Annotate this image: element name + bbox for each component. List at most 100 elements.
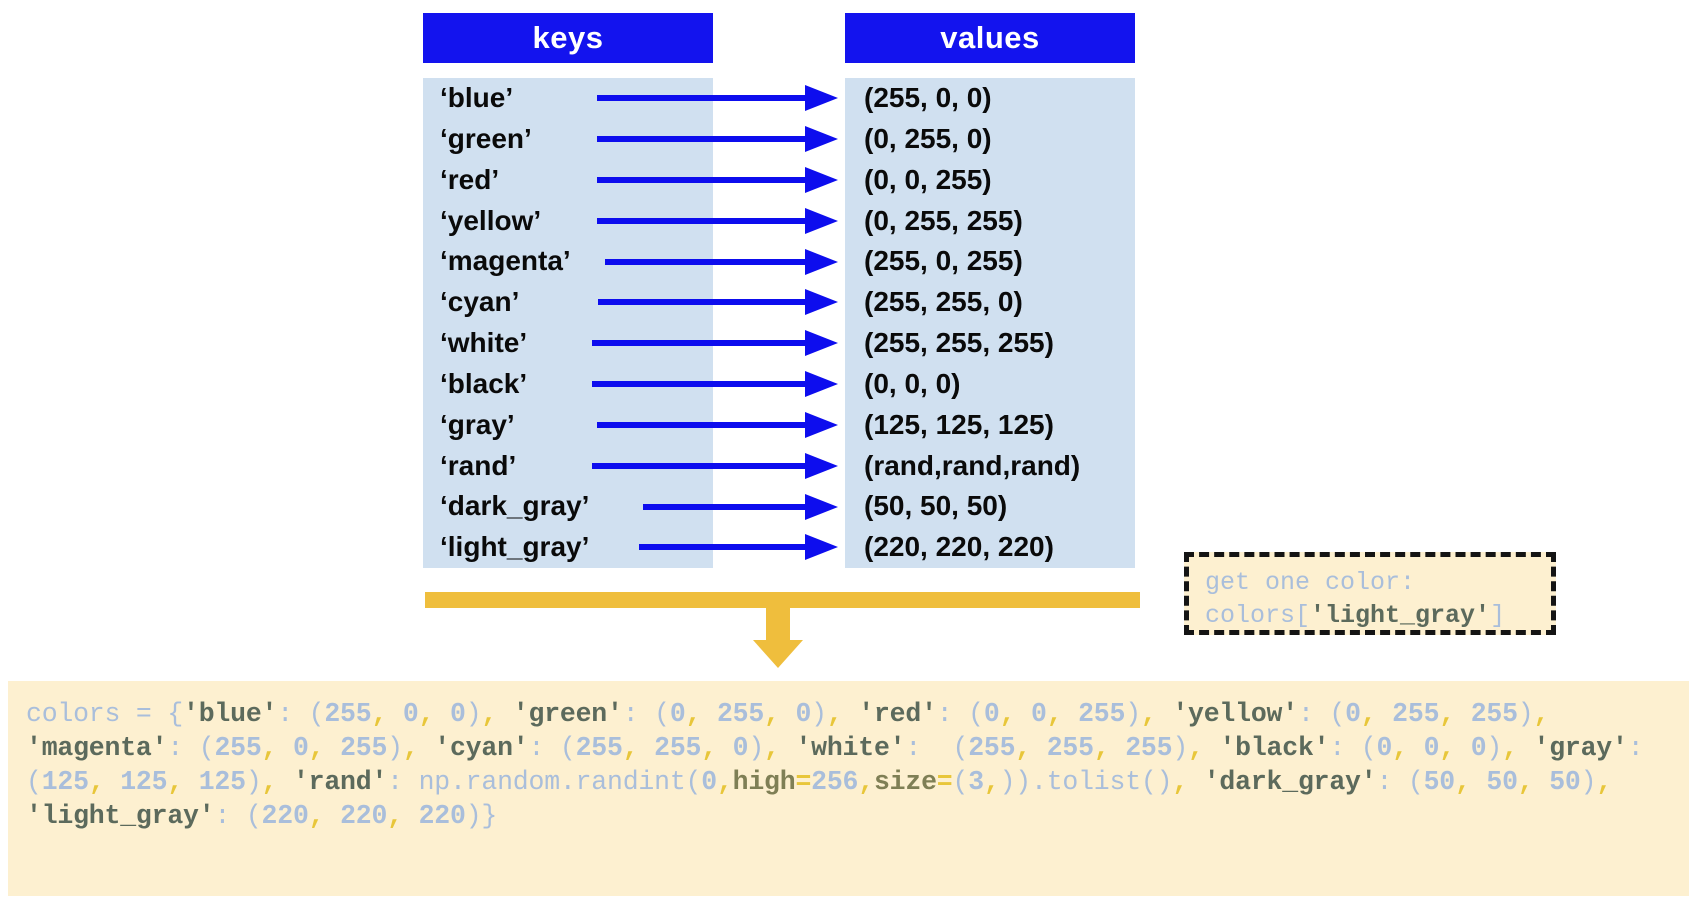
code-token: high: [732, 767, 796, 797]
code-token: 125: [41, 767, 89, 797]
code-token: [1518, 733, 1534, 763]
code-token: ,: [1140, 699, 1157, 729]
code-token: : (: [277, 699, 325, 729]
value-label: (rand,rand,rand): [864, 449, 1081, 481]
mapping-row: ‘yellow’(0, 255, 255): [0, 201, 1697, 242]
code-token: : (: [1297, 699, 1346, 729]
value-label: (220, 220, 220): [864, 531, 1054, 563]
code-token: ,: [701, 733, 717, 763]
code-token: 125: [198, 767, 246, 797]
arrow-shaft: [597, 176, 805, 183]
mapping-row: ‘red’(0, 0, 255): [0, 160, 1697, 201]
code-token: ,: [764, 733, 780, 763]
code-token: ,: [1046, 699, 1063, 729]
value-label: (0, 0, 0): [864, 367, 961, 399]
code-token: ,: [1015, 733, 1031, 763]
code-token: : np.random.randint(: [387, 767, 702, 797]
mapping-row: ‘green’ (0, 255, 0): [0, 119, 1697, 160]
code-token: [1455, 699, 1471, 729]
code-token: 255: [1125, 733, 1173, 763]
key-label: ‘rand’: [440, 449, 517, 481]
code-token: 220: [261, 801, 309, 831]
code-token: ,: [1517, 767, 1534, 797]
code-token: ): [1517, 699, 1534, 729]
code-token: [1534, 767, 1550, 797]
code-token: 255: [214, 733, 262, 763]
code-token: [1157, 699, 1173, 729]
key-label: ‘red’: [440, 163, 500, 195]
code-token: [434, 699, 450, 729]
code-token: [1471, 767, 1487, 797]
code-token: [1062, 699, 1078, 729]
code-token: 'blue': [183, 699, 278, 729]
code-token: ,: [1454, 767, 1471, 797]
code-token: 125: [120, 767, 168, 797]
arrow-head: [805, 330, 838, 357]
code-token: [1455, 733, 1471, 763]
code-token: ,: [1392, 733, 1408, 763]
code-token: ,: [261, 733, 278, 763]
code-token: [387, 699, 403, 729]
value-label: (255, 255, 0): [864, 286, 1023, 318]
code-token: [1015, 699, 1031, 729]
mapping-row: ‘light_gray’(220, 220, 220): [0, 527, 1697, 568]
key-label: ‘white’: [440, 327, 528, 358]
code-token: 0: [983, 699, 1000, 729]
code-token: [1031, 733, 1047, 763]
code-token: 255: [1470, 699, 1518, 729]
mapping-row: ‘dark_gray’(50, 50, 50): [0, 486, 1697, 527]
code-token: 'cyan': [434, 733, 529, 763]
code-token: ,: [858, 767, 874, 797]
callout-comment-text: get one color:: [1205, 568, 1416, 597]
code-token: ): [465, 699, 482, 729]
code-token: 0: [402, 699, 419, 729]
code-token: ): [811, 699, 827, 729]
code-token: =: [936, 767, 953, 797]
code-token: ,: [1533, 699, 1550, 729]
callout-prefix: colors[: [1205, 601, 1311, 630]
arrow-shaft: [597, 136, 805, 143]
code-token: ): [1172, 733, 1189, 763]
arrow-shaft: [592, 381, 805, 388]
key-label: ‘green’: [440, 122, 532, 154]
code-token: [1549, 699, 1565, 729]
arrow-shaft: [605, 258, 805, 265]
connector-stem: [766, 606, 790, 644]
code-token: 0: [669, 699, 686, 729]
code-token: )).tolist(): [999, 767, 1173, 797]
code-token: : (: [26, 733, 1660, 797]
code-token: 0: [701, 767, 717, 797]
code-token: ,: [1172, 767, 1189, 797]
code-token: 0: [449, 699, 466, 729]
code-token: ,: [308, 801, 325, 831]
code-token: 'rand': [292, 767, 388, 797]
code-token: )}: [465, 801, 498, 831]
callout-line-1: get one color:: [1205, 566, 1537, 599]
code-token: [638, 733, 654, 763]
code-token: 220: [418, 801, 466, 831]
value-label: (255, 0, 0): [864, 82, 992, 113]
code-token: [277, 767, 293, 797]
code-token: 0: [732, 733, 749, 763]
get-one-color-callout: get one color: colors['light_gray']: [1184, 552, 1556, 635]
arrow-shaft: [597, 421, 805, 428]
code-token: [701, 699, 717, 729]
value-label: (0, 255, 0): [864, 122, 992, 154]
callout-key: 'light_gray': [1310, 601, 1491, 630]
code-token: 50: [1486, 767, 1518, 797]
code-token: 0: [292, 733, 309, 763]
callout-suffix: ]: [1490, 601, 1506, 630]
code-block: colors = {'blue': (255, 0, 0), 'green': …: [8, 681, 1689, 896]
code-token: ,: [261, 767, 278, 797]
arrow-head: [805, 493, 838, 520]
code-token: 'magenta': [26, 733, 168, 763]
code-token: ,: [167, 767, 184, 797]
arrow-head: [805, 85, 838, 112]
key-label: ‘cyan’: [440, 286, 520, 318]
code-token: 255: [340, 733, 388, 763]
value-label: (0, 255, 255): [864, 204, 1023, 236]
code-token: ,: [1439, 699, 1455, 729]
arrow-shaft: [597, 217, 805, 224]
code-token: ,: [481, 699, 498, 729]
code-token: ,: [716, 767, 733, 797]
